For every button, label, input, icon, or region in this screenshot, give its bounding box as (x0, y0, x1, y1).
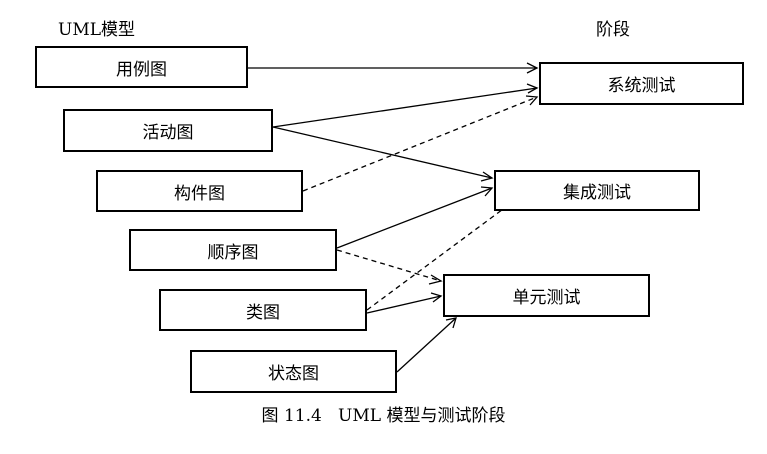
arrow-sequence-to-integration (336, 187, 493, 249)
arrow-activity-to-integration (272, 126, 493, 179)
model-label-usecase: 用例图 (116, 59, 167, 80)
arrowhead-icon (525, 95, 539, 106)
model-label-component: 构件图 (174, 183, 225, 204)
arrow-class-to-unit (366, 295, 442, 314)
model-box-state: 状态图 (190, 350, 397, 393)
phases-column-header: 阶段 (596, 20, 630, 40)
phase-label-system-test: 系统测试 (607, 76, 676, 96)
arrowhead-icon (430, 292, 443, 303)
arrow-sequence-to-unit (336, 249, 442, 282)
models-column-header: UML模型 (58, 20, 136, 40)
phase-box-unit-test: 单元测试 (443, 274, 650, 317)
arrowhead-icon (526, 83, 539, 94)
phase-box-system-test: 系统测试 (539, 62, 744, 105)
model-box-activity: 活动图 (63, 109, 273, 152)
arrowhead-icon (480, 171, 494, 182)
model-label-activity: 活动图 (142, 123, 194, 143)
phase-label-unit-test: 单元测试 (512, 288, 581, 308)
figure-caption: 图 11.4 UML 模型与测试阶段 (261, 406, 506, 426)
model-label-sequence: 顺序图 (207, 242, 259, 263)
arrow-activity-to-system (272, 87, 538, 128)
phase-box-integration-test: 集成测试 (494, 170, 700, 211)
model-label-class: 类图 (246, 302, 280, 323)
model-box-component: 构件图 (96, 170, 303, 212)
arrow-state-to-unit (396, 317, 457, 373)
arrowhead-icon (445, 317, 457, 329)
model-box-usecase: 用例图 (35, 46, 248, 88)
arrowhead-icon (480, 186, 494, 197)
model-label-state: 状态图 (268, 364, 319, 384)
arrowhead-icon (428, 274, 443, 285)
model-box-sequence: 顺序图 (129, 229, 337, 271)
phase-label-integration-test: 集成测试 (563, 183, 631, 203)
model-box-class: 类图 (159, 289, 367, 331)
arrowhead-icon (526, 62, 539, 74)
